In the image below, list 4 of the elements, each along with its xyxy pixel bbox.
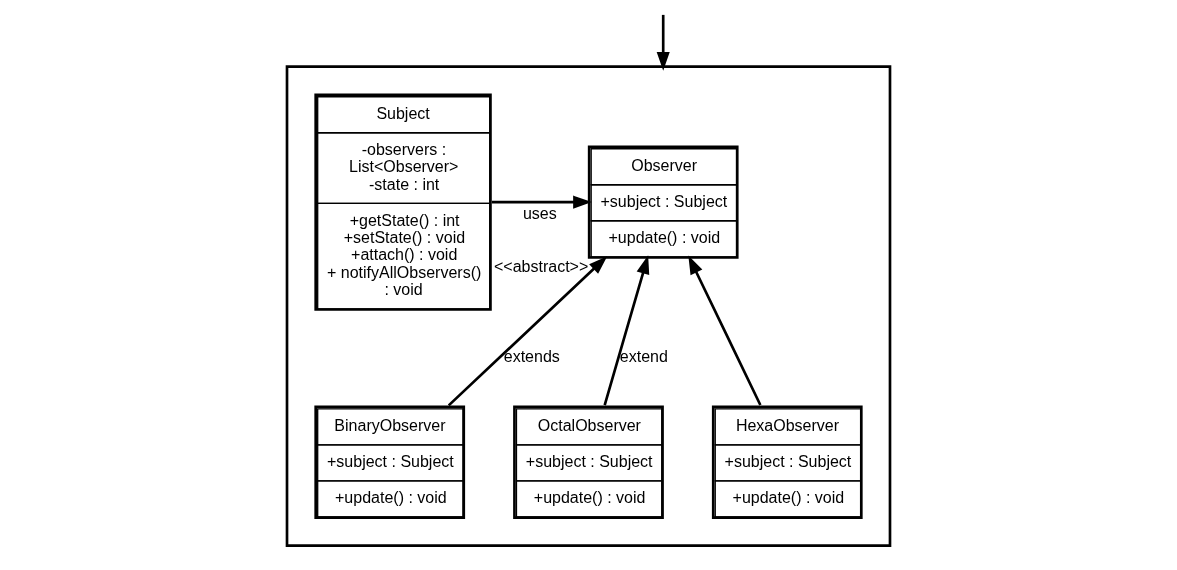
edge-label: extend <box>619 348 668 366</box>
edge-label: extends <box>503 348 560 366</box>
edge-label: uses <box>522 204 557 222</box>
node-label: <<abstract>> <box>493 257 589 275</box>
